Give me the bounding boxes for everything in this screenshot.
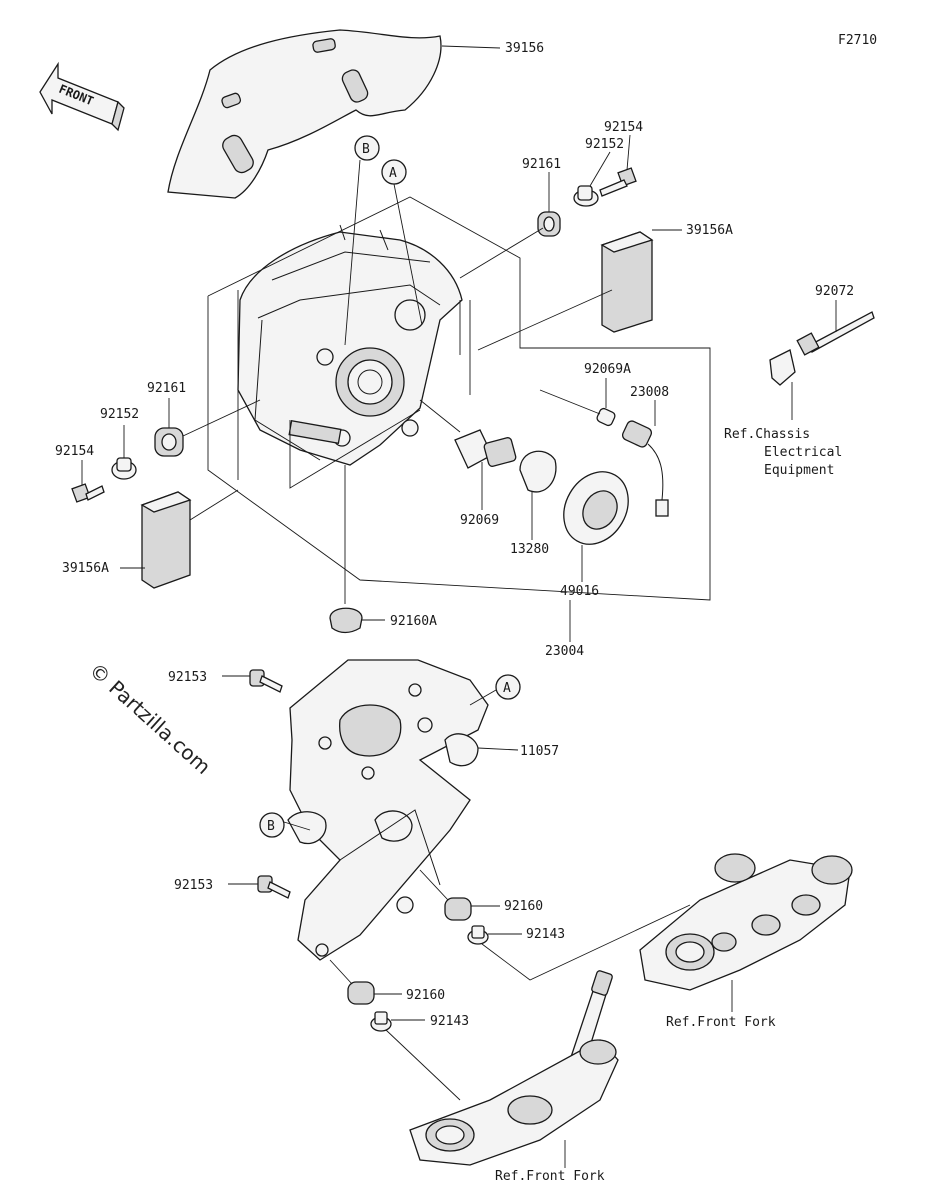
bolt-92153-top [222,669,283,693]
svg-text:B: B [267,819,275,834]
svg-text:A: A [389,166,397,181]
headlight-housing [237,224,463,466]
label-92153-bottom: 92153 [174,878,213,893]
upper-triple-clamp [639,853,853,1012]
label-92160a: 92160A [390,614,437,629]
callout-b-bracket: B [259,812,311,838]
bulb-clamp-13280 [519,450,557,540]
svg-text:B: B [362,142,370,157]
label-49016: 49016 [560,584,599,599]
diagram-id: F2710 [838,33,877,48]
bulb-92069a [539,378,616,427]
grommet-92160a [329,465,385,634]
label-92152-right: 92152 [585,137,624,152]
label-39156a-left: 39156A [62,561,109,576]
bulb-92069 [419,399,517,510]
collar-92152-left [111,425,137,480]
ref-chassis-line2: Electrical [764,445,842,460]
label-92069: 92069 [460,513,499,528]
bolt-92072 [769,300,875,420]
socket-23008 [621,400,669,517]
callout-a-top: A [381,159,423,326]
label-92160-lower: 92160 [406,988,445,1003]
label-92152-left: 92152 [100,407,139,422]
label-23004: 23004 [545,644,584,659]
callout-a-bracket: A [469,674,521,706]
grommet-92160-lower [329,959,402,1005]
bolt-92154-right [599,134,637,197]
label-92072: 92072 [815,284,854,299]
label-92154-right: 92154 [604,120,643,135]
label-39156a-right: 39156A [686,223,733,238]
bolt-92153-bottom [228,875,291,899]
label-92154-left: 92154 [55,444,94,459]
label-23008: 23008 [630,385,669,400]
label-92153-top: 92153 [168,670,207,685]
label-39156: 39156 [505,41,544,56]
callout-b-top: B [344,135,380,346]
label-92143-upper: 92143 [526,927,565,942]
ref-chassis-line1: Ref.Chassis [724,427,810,442]
collar-92143-lower [370,1011,461,1101]
damper-39156a-right [477,229,682,351]
svg-text:A: A [503,681,511,696]
bulb-cover-49016 [563,471,629,582]
grommet-92161-left [154,398,261,457]
label-92143-lower: 92143 [430,1014,469,1029]
grommet-92161-right [459,172,561,279]
bolt-92154-left [71,460,105,503]
lower-triple-clamp [409,970,619,1168]
collar-92152-right [573,151,611,207]
collar-92143-upper [467,904,691,981]
label-92161-left: 92161 [147,381,186,396]
ref-front-fork-bottom: Ref.Front Fork [495,1169,605,1184]
label-13280: 13280 [510,542,549,557]
damper-39156a-left [120,489,239,589]
headlight-bracket [287,659,489,961]
label-11057: 11057 [520,744,559,759]
label-92069a: 92069A [584,362,631,377]
front-arrow-icon: FRONT [39,61,125,132]
ref-chassis-line3: Equipment [764,463,834,478]
ref-front-fork-right: Ref.Front Fork [666,1015,776,1030]
label-92160-upper: 92160 [504,899,543,914]
label-92161-right: 92161 [522,157,561,172]
headlight-cover [167,29,501,199]
grommet-92160-upper [419,869,500,921]
